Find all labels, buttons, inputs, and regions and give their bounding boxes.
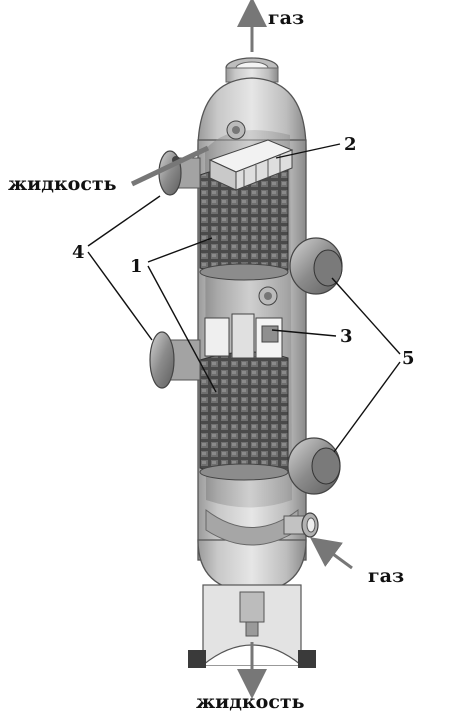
vessel-top-head <box>197 77 307 151</box>
mesh-packs <box>199 164 289 481</box>
callout-5: 5 <box>402 348 415 369</box>
callout-4: 4 <box>72 242 85 263</box>
right-flanges <box>287 237 343 495</box>
liquid-inlet-label: жидкость <box>8 173 117 195</box>
gas-outlet-label: газ <box>268 7 304 29</box>
bottom-drain-pipe <box>239 591 265 623</box>
gas-inlet-nozzle <box>283 512 319 538</box>
gas-in-arrow <box>309 537 353 570</box>
gas-inlet-label: газ <box>368 565 404 587</box>
vessel-bottom-head <box>197 539 307 593</box>
labels: газ жидкость газ жидкость 1 2 3 4 5 <box>8 7 415 713</box>
vane-pack-upper <box>208 139 294 191</box>
left-flanges <box>149 150 201 389</box>
vane-pack-lower <box>204 286 283 359</box>
lower-mesh-pack <box>199 351 289 476</box>
liquid-in-arrow <box>130 145 210 187</box>
leader-lines <box>87 143 401 453</box>
callout-1: 1 <box>130 256 143 277</box>
liquid-outlet-label: жидкость <box>196 691 305 713</box>
callout-3: 3 <box>340 326 353 347</box>
flow-arrows <box>130 0 353 699</box>
callout-2: 2 <box>344 134 357 155</box>
lower-left-flange <box>149 331 175 389</box>
